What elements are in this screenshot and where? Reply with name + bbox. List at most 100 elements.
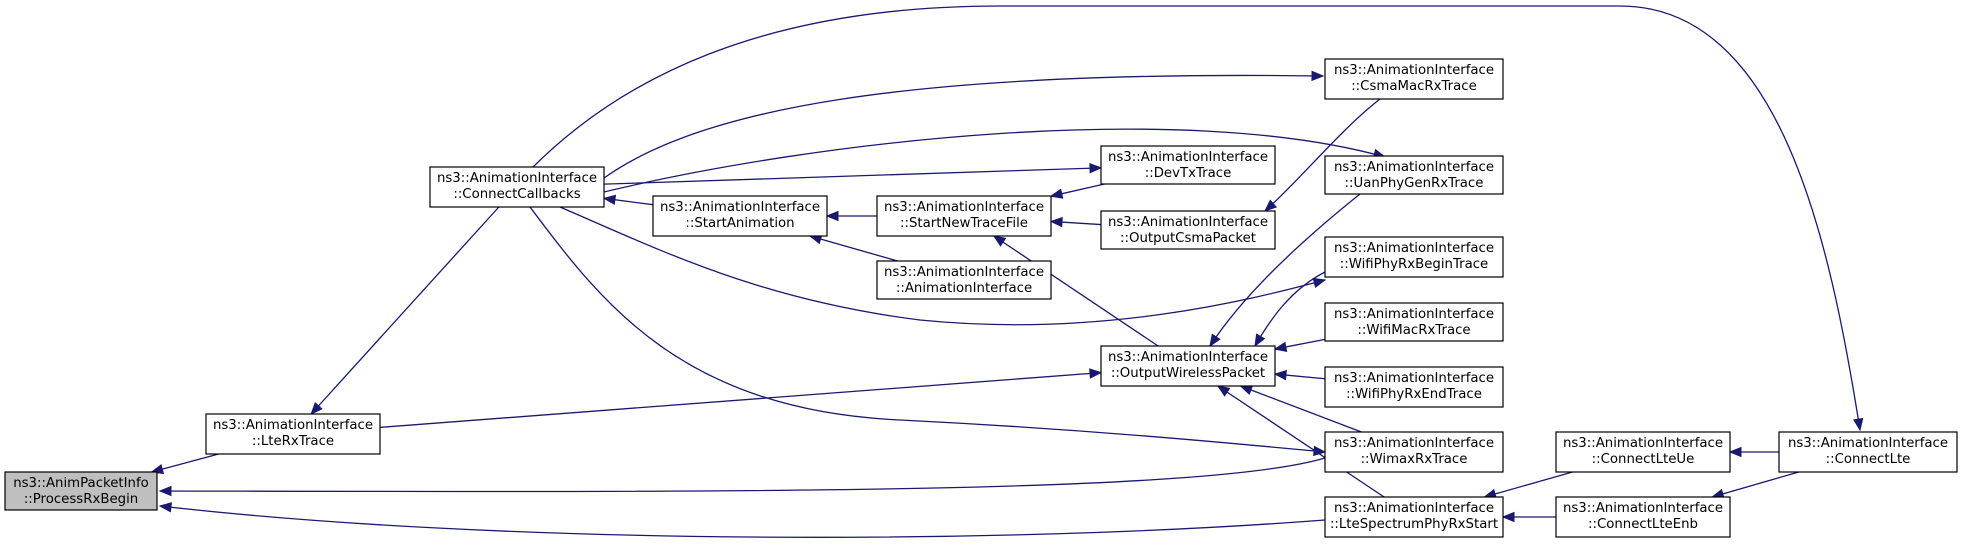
arrowhead [1209,333,1221,348]
arrowhead [1239,385,1254,395]
arrowhead [992,235,1007,247]
node-uanPhyGenRxTrace[interactable]: ns3::AnimationInterface::UanPhyGenRxTrac… [1324,155,1504,195]
node-connectLteUe[interactable]: ns3::AnimationInterface::ConnectLteUe [1555,431,1731,473]
edge-lteSpectrumPhyRxStart-to-processRxBegin [158,502,1326,538]
edge-wifiMacRxTrace-to-outputWirelessPacket [1273,338,1326,353]
node-box [1778,431,1958,473]
node-connectCallbacks[interactable]: ns3::AnimationInterface::ConnectCallback… [429,166,605,208]
node-box [876,195,1052,237]
node-method-label: ::StartNewTraceFile [900,216,1028,231]
edge-line [159,505,1326,538]
node-connectLte[interactable]: ns3::AnimationInterface::ConnectLte [1778,431,1958,473]
arrowhead [1089,368,1103,379]
node-box [1324,155,1504,195]
edge-line [1209,193,1361,347]
edge-line [529,206,1326,453]
node-csmaMacRxTrace[interactable]: ns3::AnimationInterface::CsmaMacRxTrace [1324,58,1504,100]
node-namespace-label: ns3::AnimationInterface [1334,160,1494,175]
edge-line [159,457,1326,493]
node-connectLteEnb[interactable]: ns3::AnimationInterface::ConnectLteEnb [1555,496,1731,538]
arrowhead [1853,417,1864,432]
node-method-label: ::AnimationInterface [896,281,1032,296]
edge-lteRxTrace-to-processRxBegin [150,453,219,475]
edge-wimaxRxTrace-to-processRxBegin [158,457,1326,497]
node-box [876,260,1052,300]
node-namespace-label: ns3::AnimationInterface [1563,436,1723,451]
arrowhead [1049,188,1064,199]
node-namespace-label: ns3::AnimationInterface [884,265,1044,280]
arrowhead [602,194,617,205]
node-namespace-label: ns3::AnimationInterface [1108,350,1268,365]
edge-startNewTraceFile-to-startAnimation [825,210,877,222]
edge-connectLte-to-connectLteUe [1728,446,1779,458]
arrowhead [1728,446,1742,458]
node-box [205,413,381,455]
arrowhead [158,502,173,513]
arrowhead [1273,341,1288,353]
node-lteRxTrace[interactable]: ns3::AnimationInterface::LteRxTrace [205,413,381,455]
node-box [1324,58,1504,100]
edge-lteRxTrace-to-outputWirelessPacket [379,368,1103,429]
arrowhead [1501,511,1515,523]
node-wifiPhyRxEndTrace[interactable]: ns3::AnimationInterface::WifiPhyRxEndTra… [1324,366,1504,408]
node-namespace-label: ns3::AnimationInterface [213,418,373,433]
node-wifiPhyRxBeginTrace[interactable]: ns3::AnimationInterface::WifiPhyRxBeginT… [1324,236,1504,278]
node-box [1324,302,1504,342]
edge-line [1484,471,1573,498]
edge-connectCallbacks-to-devTxTrace [603,162,1103,185]
node-method-label: ::DevTxTrace [1145,166,1232,181]
nodes-layer: ns3::AnimPacketInfo::ProcessRxBeginns3::… [4,58,1958,538]
node-startAnimation[interactable]: ns3::AnimationInterface::StartAnimation [652,195,828,237]
node-outputCsmaPacket[interactable]: ns3::AnimationInterface::OutputCsmaPacke… [1100,210,1276,250]
edge-line [1264,98,1381,212]
node-method-label: ::CsmaMacRxTrace [1351,79,1477,94]
node-method-label: ::ConnectLte [1826,452,1911,467]
edge-line [809,235,898,262]
node-method-label: ::OutputWirelessPacket [1111,366,1265,381]
node-namespace-label: ns3::AnimPacketInfo [13,476,149,491]
arrowhead [1216,385,1231,397]
edge-line [1217,385,1385,498]
edge-line [603,74,1324,179]
node-devTxTrace[interactable]: ns3::AnimationInterface::DevTxTrace [1100,145,1276,185]
node-method-label: ::LteSpectrumPhyRxStart [1330,517,1498,532]
node-namespace-label: ns3::AnimationInterface [1108,150,1268,165]
node-namespace-label: ns3::AnimationInterface [1334,307,1494,322]
node-method-label: ::WifiPhyRxBeginTrace [1340,257,1488,272]
node-method-label: ::ConnectLteUe [1592,452,1695,467]
arrowhead [825,210,839,222]
edge-lteSpectrumPhyRxStart-to-outputWirelessPacket [1216,385,1385,498]
edge-wifiPhyRxBeginTrace-to-outputWirelessPacket [1254,271,1326,348]
edge-line [1240,385,1362,433]
edge-line [531,5,1861,431]
arrowhead [1089,162,1103,174]
arrowhead [1312,277,1327,289]
edge-connectCallbacks-to-connectLte [531,5,1864,432]
node-box [652,195,828,237]
edge-connectCallbacks-to-wifiPhyRxBeginTrace [559,206,1327,326]
node-animationInterface[interactable]: ns3::AnimationInterface::AnimationInterf… [876,260,1052,300]
node-namespace-label: ns3::AnimationInterface [884,200,1044,215]
node-namespace-label: ns3::AnimationInterface [1334,241,1494,256]
node-wimaxRxTrace[interactable]: ns3::AnimationInterface::WimaxRxTrace [1324,431,1504,473]
arrowhead [310,401,323,415]
node-outputWirelessPacket[interactable]: ns3::AnimationInterface::OutputWirelessP… [1100,345,1276,387]
node-wifiMacRxTrace[interactable]: ns3::AnimationInterface::WifiMacRxTrace [1324,302,1504,342]
edge-startAnimation-to-connectCallbacks [602,194,654,206]
edge-connectCallbacks-to-csmaMacRxTrace [603,70,1325,179]
node-box [1100,145,1276,185]
node-processRxBegin: ns3::AnimPacketInfo::ProcessRxBegin [4,471,158,511]
edge-line [151,453,219,473]
edge-outputCsmaPacket-to-startNewTraceFile [1049,216,1102,228]
node-lteSpectrumPhyRxStart[interactable]: ns3::AnimationInterface::LteSpectrumPhyR… [1324,496,1504,538]
arrowhead [1311,70,1325,82]
node-method-label: ::OutputCsmaPacket [1120,231,1256,246]
node-startNewTraceFile[interactable]: ns3::AnimationInterface::StartNewTraceFi… [876,195,1052,237]
edge-line [603,128,1386,193]
edge-uanPhyGenRxTrace-to-outputWirelessPacket [1209,193,1361,348]
node-namespace-label: ns3::AnimationInterface [660,200,820,215]
node-namespace-label: ns3::AnimationInterface [1334,501,1494,516]
edge-animationInterface-to-startAnimation [808,234,898,262]
